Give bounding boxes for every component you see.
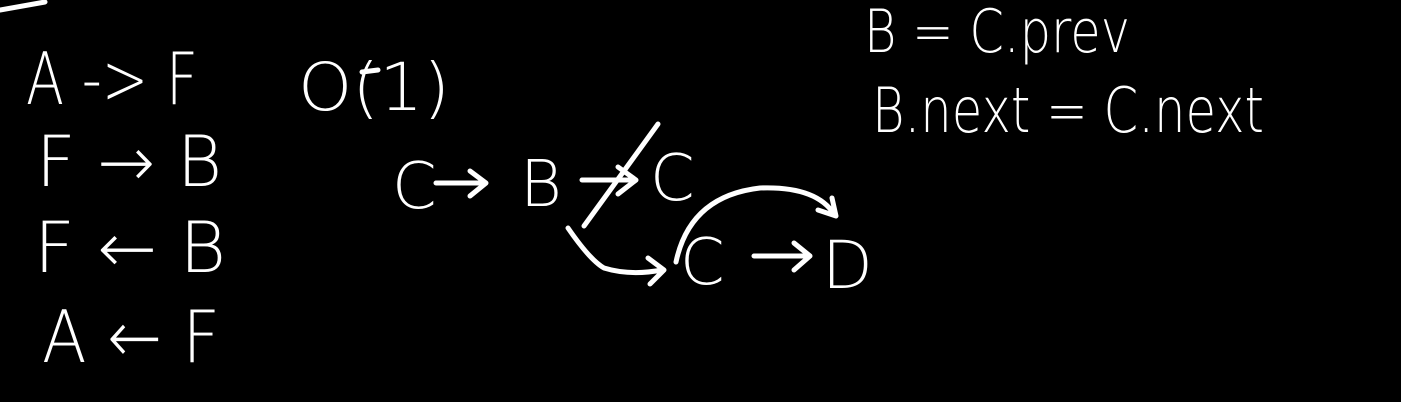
bypass-arc-arrow [673, 185, 839, 265]
complexity-label: O(1) [298, 49, 450, 126]
arrow-c-to-d [751, 240, 813, 273]
node-d: D [822, 227, 873, 304]
node-c-first: C [392, 150, 437, 224]
arrow-b-to-c-rerouted [565, 225, 667, 287]
stray-stroke [0, 0, 48, 13]
equation-next: B.next = C.next [872, 74, 1264, 147]
operation-a-to-f: A -> F [26, 37, 198, 121]
linked-list-diagram: C B C C D [392, 121, 873, 304]
node-b: B [520, 148, 562, 222]
operation-f-to-b: F → B [36, 121, 222, 203]
complexity-scribble [359, 67, 381, 75]
strike-through-line [581, 121, 661, 229]
operation-f-from-b: F ← B [34, 207, 226, 289]
equation-prev: B = C.prev [864, 0, 1130, 67]
node-c-lower: C [680, 226, 725, 300]
operation-a-from-f: A ← F [42, 295, 220, 379]
arrow-c-to-b [433, 168, 489, 199]
node-c-crossed: C [650, 142, 695, 216]
